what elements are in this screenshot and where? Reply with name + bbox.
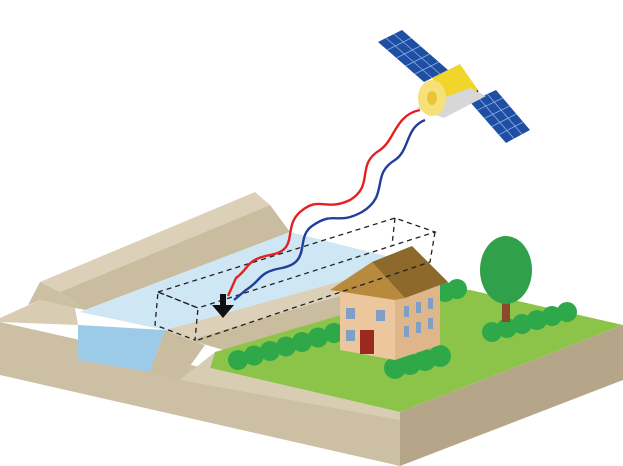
river-front (78, 325, 165, 372)
house-window (416, 322, 421, 333)
house-window (346, 308, 355, 319)
hedge-rows (228, 279, 577, 379)
signal-wave-blue (233, 118, 426, 301)
hedge-bush (512, 314, 532, 334)
down-arrow-icon (212, 294, 234, 318)
river-surface (80, 232, 410, 330)
hedge-bush (308, 327, 328, 348)
house-window (404, 306, 409, 317)
hedge-bush (557, 302, 577, 322)
panel-cell-line (477, 97, 503, 111)
panel-cell-line (491, 113, 517, 127)
hedge-bush (260, 341, 280, 361)
zone-front-face (154, 291, 199, 341)
house-window (376, 310, 385, 321)
solar-panel-right (470, 90, 530, 143)
solar-panel-left (378, 30, 448, 82)
tree-icon (480, 236, 532, 304)
house-door (360, 330, 374, 354)
house-icon (330, 246, 448, 360)
hedge-bush (228, 350, 248, 370)
satellite-icon (378, 30, 530, 143)
house-roof-front (330, 262, 405, 300)
hedge-bush (447, 279, 467, 299)
solar-panel-grid (385, 33, 524, 139)
river (78, 232, 410, 372)
far-levee-top (40, 192, 270, 292)
hedge-bush (542, 306, 562, 326)
hedge-bush (324, 323, 344, 343)
panel-cell-line (478, 97, 515, 139)
tree (480, 236, 532, 322)
hedge-bush (497, 318, 517, 338)
house-roof-side (372, 246, 448, 298)
panel-cell-line (484, 105, 510, 119)
panel-cell-line (414, 61, 439, 75)
panel-cell-line (396, 45, 421, 59)
signal-wave-red (226, 108, 421, 297)
hedge-bush (292, 332, 312, 352)
hedge-bush (244, 345, 264, 366)
ground-top-strip (180, 352, 400, 420)
ground-side-face (400, 325, 623, 466)
panel-cell-line (487, 93, 523, 135)
house-window (346, 330, 355, 341)
panel-cell-line (385, 37, 433, 79)
ground-top-left (0, 300, 78, 325)
panel-cell-line (387, 37, 412, 51)
zone-back-edge (391, 217, 396, 246)
house-windows (346, 298, 433, 341)
house-window (428, 318, 433, 329)
panel-cell-line (498, 121, 524, 136)
tree-trunk (502, 290, 510, 322)
house-window (428, 298, 433, 309)
far-levee-front (28, 282, 85, 310)
satellite-dish-center (427, 91, 437, 105)
far-levee (28, 192, 290, 310)
hedge-bush (429, 345, 451, 367)
far-levee-slope (60, 205, 290, 310)
monitoring-zone-outline (154, 217, 438, 341)
hedge-bush (527, 310, 547, 330)
zone-right-edge (197, 231, 436, 341)
house-window (416, 302, 421, 313)
house-window (404, 326, 409, 337)
hedge-bush (276, 336, 296, 357)
panel-cell-line (393, 33, 441, 75)
near-levee-inner-slope (150, 330, 205, 380)
hedge-bush (482, 322, 502, 342)
panel-cell-line (405, 53, 430, 67)
